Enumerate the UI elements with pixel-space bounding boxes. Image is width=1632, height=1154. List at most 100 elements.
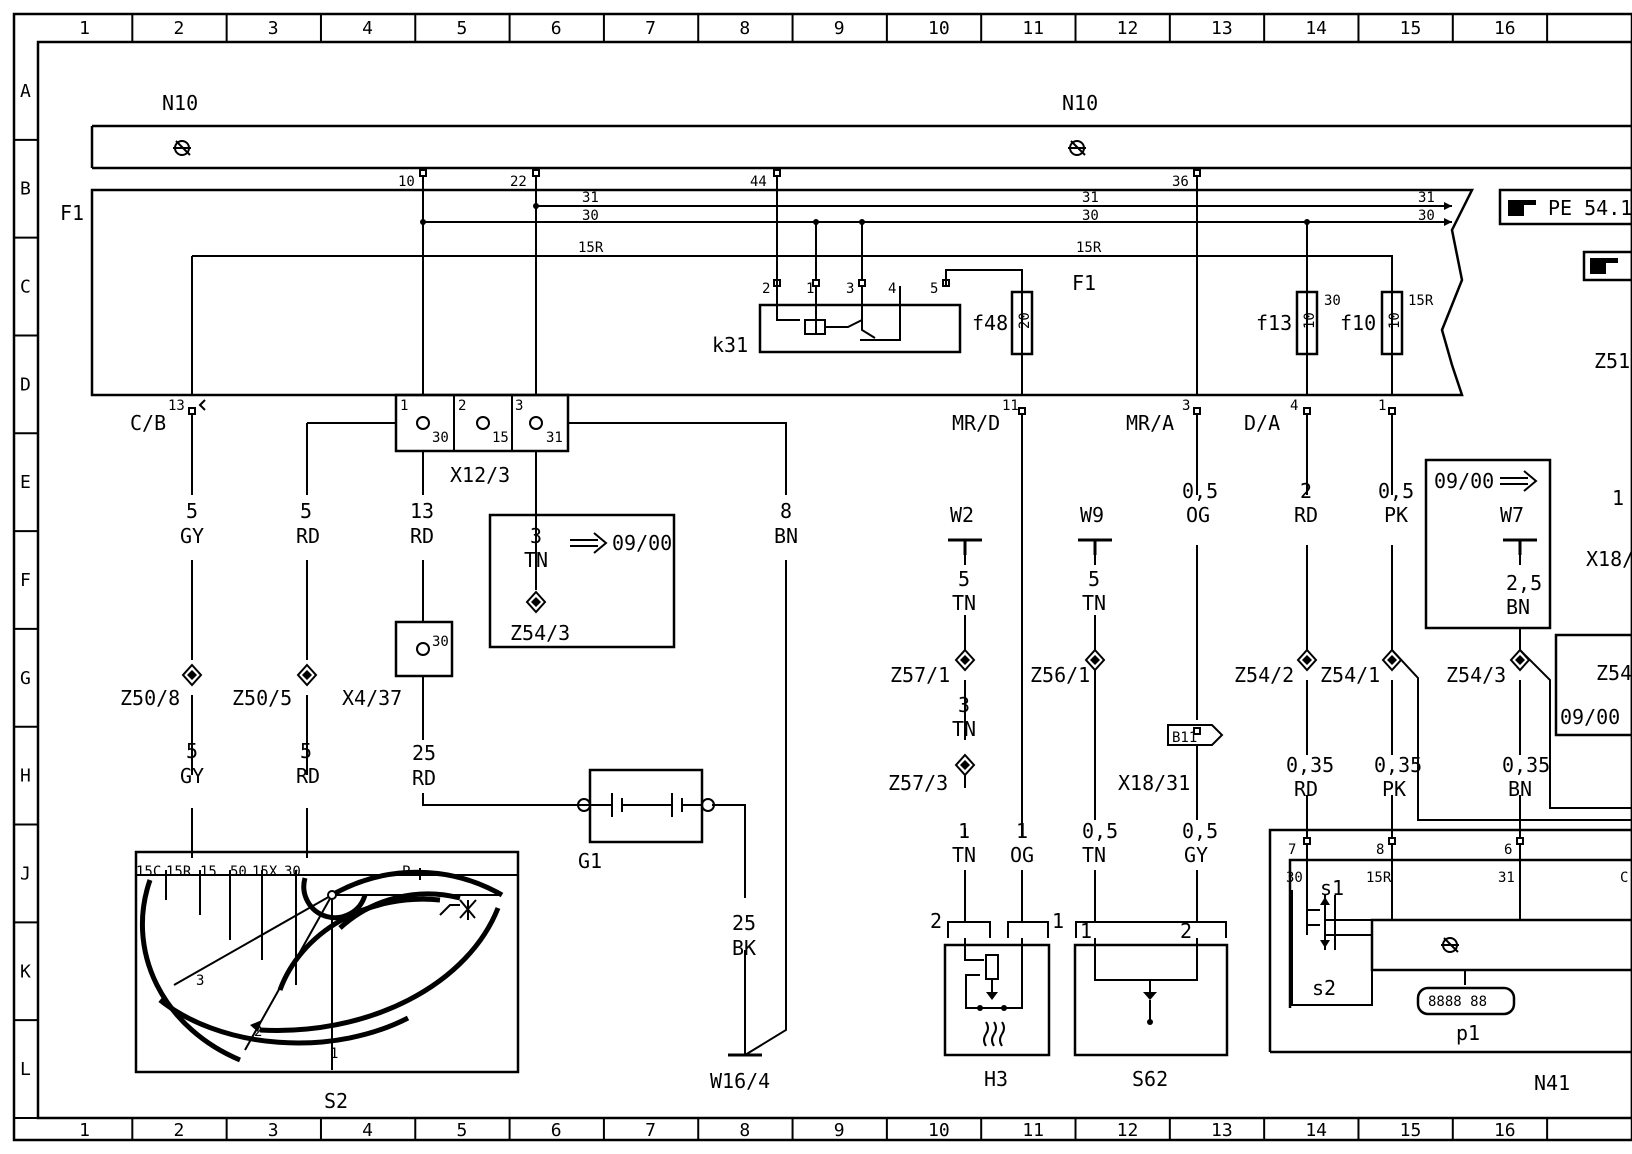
n41-display: 8888 88 xyxy=(1428,994,1487,1010)
rail-30: 30 xyxy=(582,208,599,224)
x18-right-label: X18/ xyxy=(1586,547,1632,571)
connector-mra: MR/A xyxy=(1126,411,1174,435)
row-index: E xyxy=(20,472,31,493)
z54-3-note: 09/00 Z54/3 xyxy=(488,513,676,649)
f13-label: f13 xyxy=(1256,311,1292,335)
k31-pin: 2 xyxy=(762,281,770,297)
wire-color: GY xyxy=(180,524,204,548)
relay-k31: 2 1 3 4 5 k31 xyxy=(712,222,1023,357)
column-index: 16 xyxy=(1494,1120,1516,1141)
s2-terminal: 15 xyxy=(200,864,217,880)
wire-size: 0,35 xyxy=(1286,753,1334,777)
column-index: 5 xyxy=(456,1120,467,1141)
w16-label: W16/4 xyxy=(710,1069,770,1093)
column-index: 11 xyxy=(1022,1120,1044,1141)
k31-pin: 5 xyxy=(930,281,938,297)
wire-color: OG xyxy=(1186,503,1210,527)
x12-terminal: 31 xyxy=(546,430,563,446)
row-index: A xyxy=(20,81,31,102)
k31-pin: 4 xyxy=(888,281,896,297)
column-index: 2 xyxy=(173,18,184,39)
column-index: 4 xyxy=(362,1120,373,1141)
x4-label: X4/37 xyxy=(342,686,402,710)
s2-label: S2 xyxy=(324,1089,348,1113)
connector-mrd: MR/D xyxy=(952,411,1000,435)
ground-w16: W16/4 xyxy=(710,1053,770,1093)
z54-2-label: Z54/2 xyxy=(1234,663,1294,687)
column-index: 9 xyxy=(834,18,845,39)
row-index: L xyxy=(20,1059,31,1080)
rail-31: 31 xyxy=(582,190,599,206)
row-index: D xyxy=(20,374,31,395)
column-index: 14 xyxy=(1305,18,1327,39)
wire-size: 25 xyxy=(732,911,756,935)
wire-size: 0,5 xyxy=(1182,819,1218,843)
page-reference[interactable]: PE 54.1 Z51 xyxy=(1498,188,1632,373)
column-index: 3 xyxy=(268,1120,279,1141)
wire-size: 5 xyxy=(186,499,198,523)
h3-pin: 1 xyxy=(1052,909,1064,933)
s2-terminal: 30 xyxy=(284,864,301,880)
connector-cb: C/B xyxy=(130,411,166,435)
column-index: 6 xyxy=(551,1120,562,1141)
control-unit-icon xyxy=(1068,140,1086,156)
wire-size: 2 xyxy=(1300,479,1312,503)
fuse-f13: 10 f13 30 xyxy=(1256,222,1341,395)
wire-color: BN xyxy=(1506,595,1530,619)
internal-rails: 31 30 15R 31 30 15R 31 30 xyxy=(191,190,1452,395)
rail-31: 31 xyxy=(1082,190,1099,206)
wire-size: 8 xyxy=(780,499,792,523)
s2-position: 2 xyxy=(254,1024,262,1040)
arrow-right-icon xyxy=(1500,470,1538,492)
column-index: 12 xyxy=(1117,1120,1139,1141)
g1-label: G1 xyxy=(578,849,602,873)
arrow-right-icon xyxy=(570,532,608,554)
wire-color: TN xyxy=(952,591,976,615)
x12-terminal: 30 xyxy=(432,430,449,446)
k31-pin: 3 xyxy=(846,281,854,297)
f10-rating: 10 xyxy=(1387,312,1403,329)
f10-label: f10 xyxy=(1340,311,1376,335)
column-index: 6 xyxy=(551,18,562,39)
since-date: 09/00 xyxy=(612,531,672,555)
wire-color: OG xyxy=(1010,843,1034,867)
z57-3-label: Z57/3 xyxy=(888,771,948,795)
wire-color: BN xyxy=(1508,777,1532,801)
row-index: F xyxy=(20,570,31,591)
column-index: 1 xyxy=(79,18,90,39)
s62-pin: 2 xyxy=(1180,919,1192,943)
h3-pin: 2 xyxy=(930,909,942,933)
x12-pin: 2 xyxy=(458,398,466,414)
bus-pin-36: 36 xyxy=(1172,174,1189,190)
column-index: 8 xyxy=(739,1120,750,1141)
s2-terminal: 15R xyxy=(166,864,192,880)
ground-w9: W9 xyxy=(1078,503,1112,555)
wire-size: 13 xyxy=(410,499,434,523)
f1-label-inner: F1 xyxy=(1072,271,1096,295)
k31-pin: 1 xyxy=(806,281,814,297)
s62-pin: 1 xyxy=(1080,919,1092,943)
n10-label-left: N10 xyxy=(162,91,198,115)
wire-color: BK xyxy=(732,936,756,960)
wire-size: 0,35 xyxy=(1374,753,1422,777)
wire-color: GY xyxy=(1184,843,1208,867)
row-index: K xyxy=(20,961,31,982)
column-index: 1 xyxy=(79,1120,90,1141)
f1-label: F1 xyxy=(60,201,84,225)
row-index: G xyxy=(20,668,31,689)
z54-1-label: Z54/1 xyxy=(1320,663,1380,687)
n41-pin: 6 xyxy=(1504,842,1512,858)
n41-branch: 2 RD Z54/2 0,35 RD 0,5 PK Z54/1 0,35 PK … xyxy=(1234,414,1632,838)
z50-8-label: Z50/8 xyxy=(120,686,180,710)
wire-color: RD xyxy=(410,524,434,548)
n41-label: N41 xyxy=(1534,1071,1570,1095)
connector-pin: 11 xyxy=(1002,398,1019,414)
row-index: C xyxy=(20,277,31,298)
k31-label: k31 xyxy=(712,333,748,357)
wire-size: 5 xyxy=(958,567,970,591)
pointing-hand-icon xyxy=(1508,200,1536,216)
pe-reference: PE 54.1 xyxy=(1548,196,1632,220)
